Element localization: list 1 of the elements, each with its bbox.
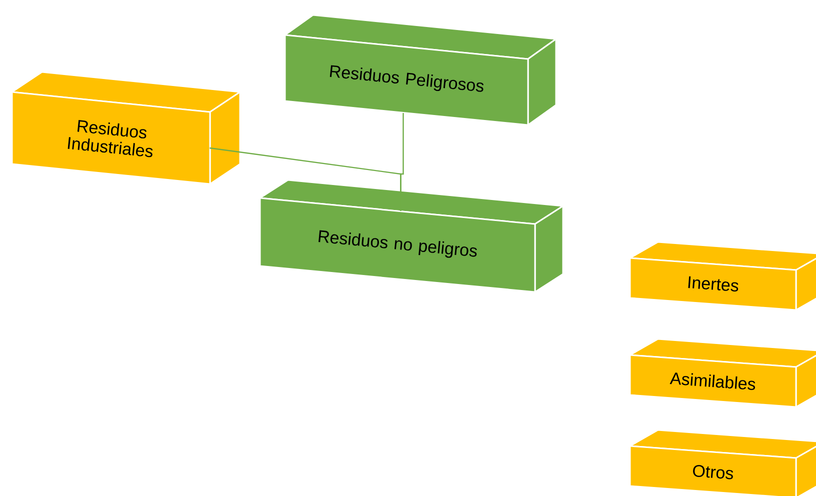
connector-line (400, 113, 404, 211)
